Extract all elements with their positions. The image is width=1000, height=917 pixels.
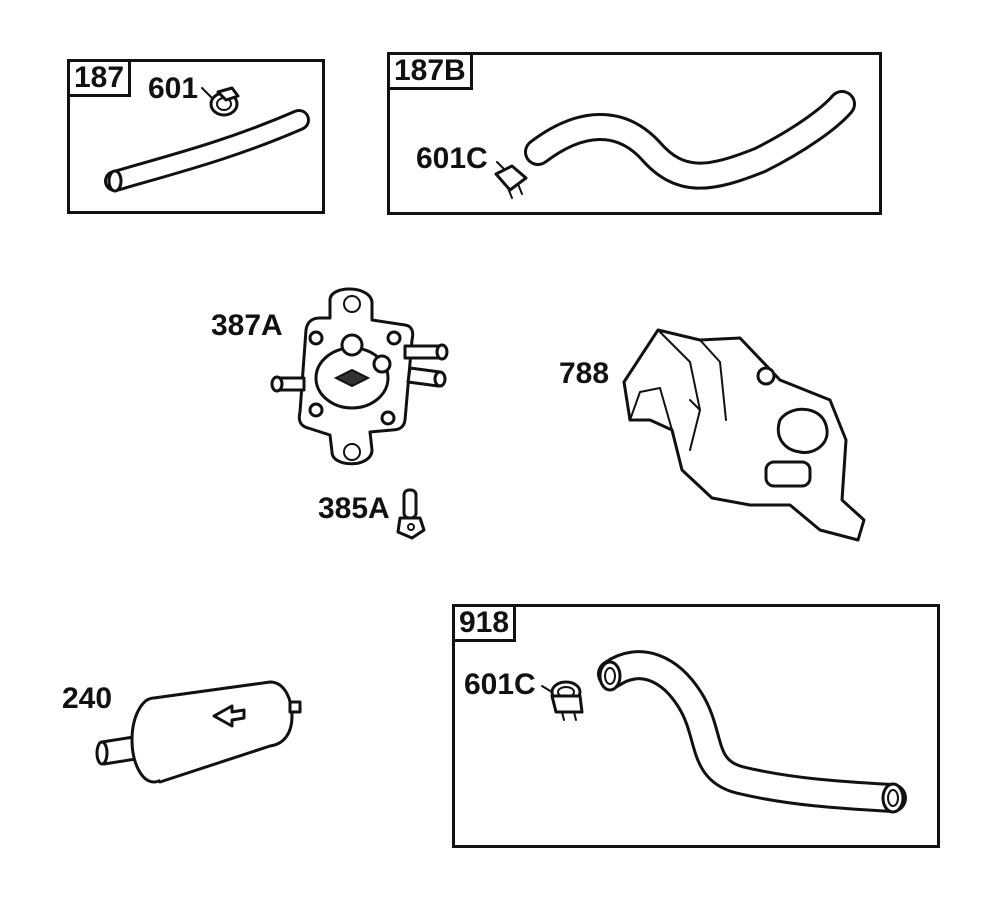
label-788: 788 <box>559 357 610 390</box>
clamp-601c-top-drawing <box>494 161 528 199</box>
label-387a: 387A <box>211 309 283 342</box>
kit-box-918-tag: 918 <box>452 604 517 642</box>
label-385a: 385A <box>318 492 390 525</box>
label-601c-bottom: 601C <box>464 668 536 701</box>
kit-box-187b: 187B <box>387 52 882 215</box>
kit-box-187-tag: 187 <box>67 59 132 97</box>
clamp-601-drawing <box>201 86 240 117</box>
fuel-filter-drawing <box>95 680 302 784</box>
fuel-pump-drawing <box>270 287 449 466</box>
clamp-601c-bottom-drawing <box>541 680 584 721</box>
kit-box-187b-tag: 187B <box>387 52 473 90</box>
label-240: 240 <box>62 682 113 715</box>
screw-385a-drawing <box>396 488 426 540</box>
bracket-788-drawing <box>622 328 866 542</box>
kit-box-187: 187 <box>67 59 325 214</box>
label-601c-top: 601C <box>416 142 488 175</box>
hose-187b-drawing <box>524 90 856 190</box>
kit-box-918: 918 <box>452 604 940 848</box>
hose-918-drawing <box>597 650 907 814</box>
hose-187-drawing <box>104 109 310 193</box>
label-601: 601 <box>148 72 199 105</box>
